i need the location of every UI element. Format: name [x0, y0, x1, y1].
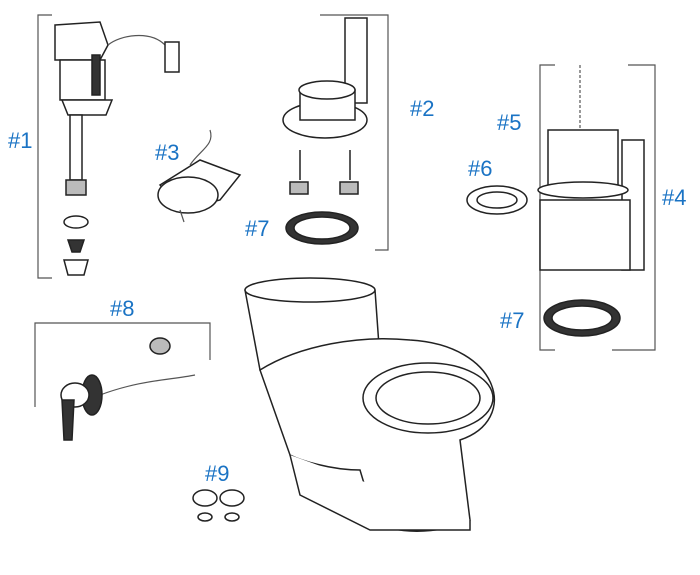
flapper-part: [157, 129, 242, 223]
label-trip-lever: #8: [110, 296, 135, 321]
flush-valve-4-part: [466, 65, 645, 337]
label-bolt-caps: #9: [205, 461, 230, 486]
bracket-2: [320, 14, 389, 251]
label-seal: #6: [468, 156, 493, 181]
bracket-8: [34, 322, 211, 407]
fill-valve-part: [54, 21, 180, 276]
bracket-4: [612, 64, 656, 351]
label-flapper: #3: [155, 140, 180, 165]
toilet-body: [244, 277, 496, 532]
bracket-1: [37, 14, 52, 279]
bolt-caps-part: [192, 489, 245, 522]
label-canister: #5: [497, 110, 522, 135]
label-fill-valve: #1: [8, 128, 33, 153]
label-gasket-b: #7: [500, 308, 525, 333]
flush-valve-2-part: [282, 17, 368, 245]
trip-lever-part: [60, 337, 196, 441]
label-flush-valve-4: #4: [662, 185, 687, 210]
label-flush-valve-2: #2: [410, 96, 435, 121]
label-gasket-a: #7: [245, 216, 270, 241]
